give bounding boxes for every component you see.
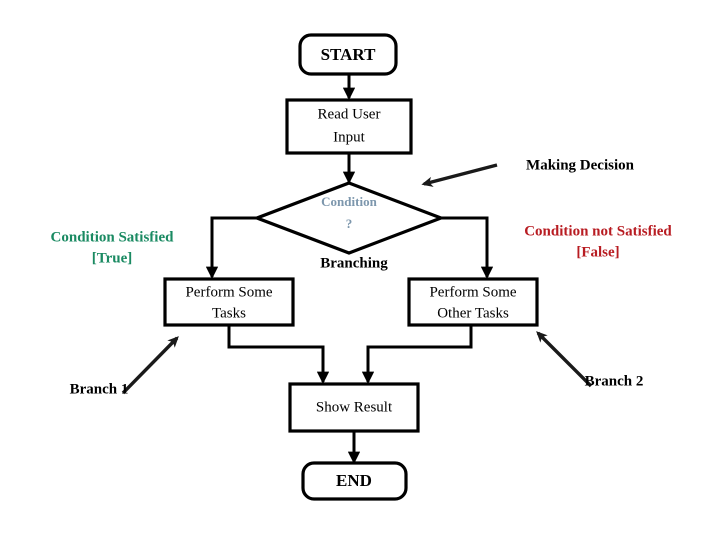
node-condition-shape [252,181,446,255]
node-start-shape [298,33,398,76]
node-task-right-label-line1: Perform Some [429,284,516,300]
node-task-left-shape [163,277,295,327]
node-condition-label-line1: Condition [321,194,377,209]
annotation-label-group: Making Decision Branching Condition Sati… [51,157,673,397]
node-start-label: START [321,45,376,64]
node-task-right-shape [407,277,539,327]
node-show-result[interactable]: Show Result [288,382,420,433]
node-show-result-label: Show Result [316,399,393,415]
edge-condition-false-to-task-right [440,216,494,279]
annotation-condition-satisfied-line1: Condition Satisfied [51,229,175,245]
branch-2-pointer-arrow [536,331,593,388]
node-condition-label-line2: ? [346,216,353,231]
node-task-left-label-line2: Tasks [212,305,246,321]
connector-group [205,74,494,464]
annotation-branch-1: Branch 1 [70,381,129,397]
node-end-label: END [336,471,372,490]
node-condition[interactable]: Condition ? [252,181,446,255]
node-end[interactable]: END [301,461,408,501]
annotation-pointer-group [121,163,593,395]
node-read-input-label-line1: Read User [318,106,381,122]
edge-condition-true-to-task-left [205,216,258,279]
node-task-left[interactable]: Perform Some Tasks [163,277,295,327]
node-task-right[interactable]: Perform Some Other Tasks [407,277,539,327]
annotation-branching: Branching [320,255,388,271]
annotation-condition-satisfied-line2: [True] [92,250,133,266]
edge-task-left-to-show-result [227,325,330,384]
annotation-condition-not-satisfied-line1: Condition not Satisfied [524,223,672,239]
making-decision-pointer-arrow [421,163,498,187]
node-read-input-shape [285,98,413,155]
node-show-result-shape [288,382,420,433]
node-end-shape [301,461,408,501]
node-read-input-label-line2: Input [333,129,365,145]
node-task-left-label-line1: Perform Some [185,284,272,300]
branch-1-pointer-arrow [121,336,179,395]
annotation-making-decision: Making Decision [526,157,635,173]
node-read-input[interactable]: Read User Input [285,98,413,155]
annotation-branch-2: Branch 2 [585,373,644,389]
annotation-condition-not-satisfied-line2: [False] [576,244,619,260]
node-task-right-label-line2: Other Tasks [437,305,509,321]
node-start[interactable]: START [298,33,398,76]
edge-task-right-to-show-result [361,325,473,384]
